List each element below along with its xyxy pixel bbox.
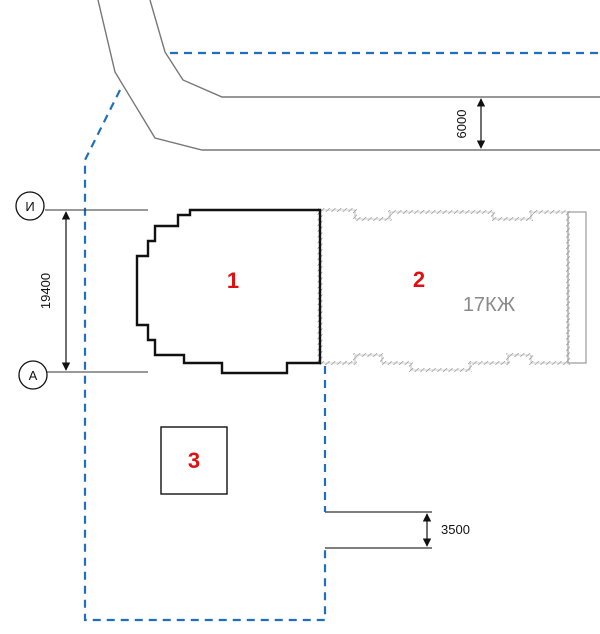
site-boundary [83, 51, 600, 622]
dim-building-length: 19400 [38, 211, 71, 371]
axis-i-label: И [25, 199, 34, 214]
dim-road-width-label: 6000 [454, 110, 469, 139]
dim-driveway-width: 3500 [422, 513, 470, 547]
dim-building-length-label: 19400 [38, 273, 53, 309]
boundary-left-bottom [83, 89, 327, 622]
axis-a-bubble: А [18, 360, 48, 390]
dim-road-width: 6000 [454, 98, 486, 149]
road-lower-edge [97, 0, 600, 151]
axis-lines [45, 209, 148, 373]
building-2-label: 2 [413, 267, 425, 292]
building-2-outline [318, 208, 570, 372]
road-upper-edge [149, 0, 600, 98]
building-3 [160, 426, 228, 495]
building-3-label: 3 [188, 448, 200, 473]
building-1-label: 1 [227, 268, 239, 293]
building-2-code: 17КЖ [463, 294, 516, 316]
axis-a-label: А [29, 368, 38, 383]
dim-driveway-width-label: 3500 [441, 522, 470, 537]
road [97, 0, 600, 151]
building-2 [317, 208, 587, 372]
building-1 [135, 208, 322, 375]
building-2-end-block [567, 211, 587, 364]
axis-i-bubble: И [15, 191, 45, 221]
driveway [325, 511, 432, 549]
